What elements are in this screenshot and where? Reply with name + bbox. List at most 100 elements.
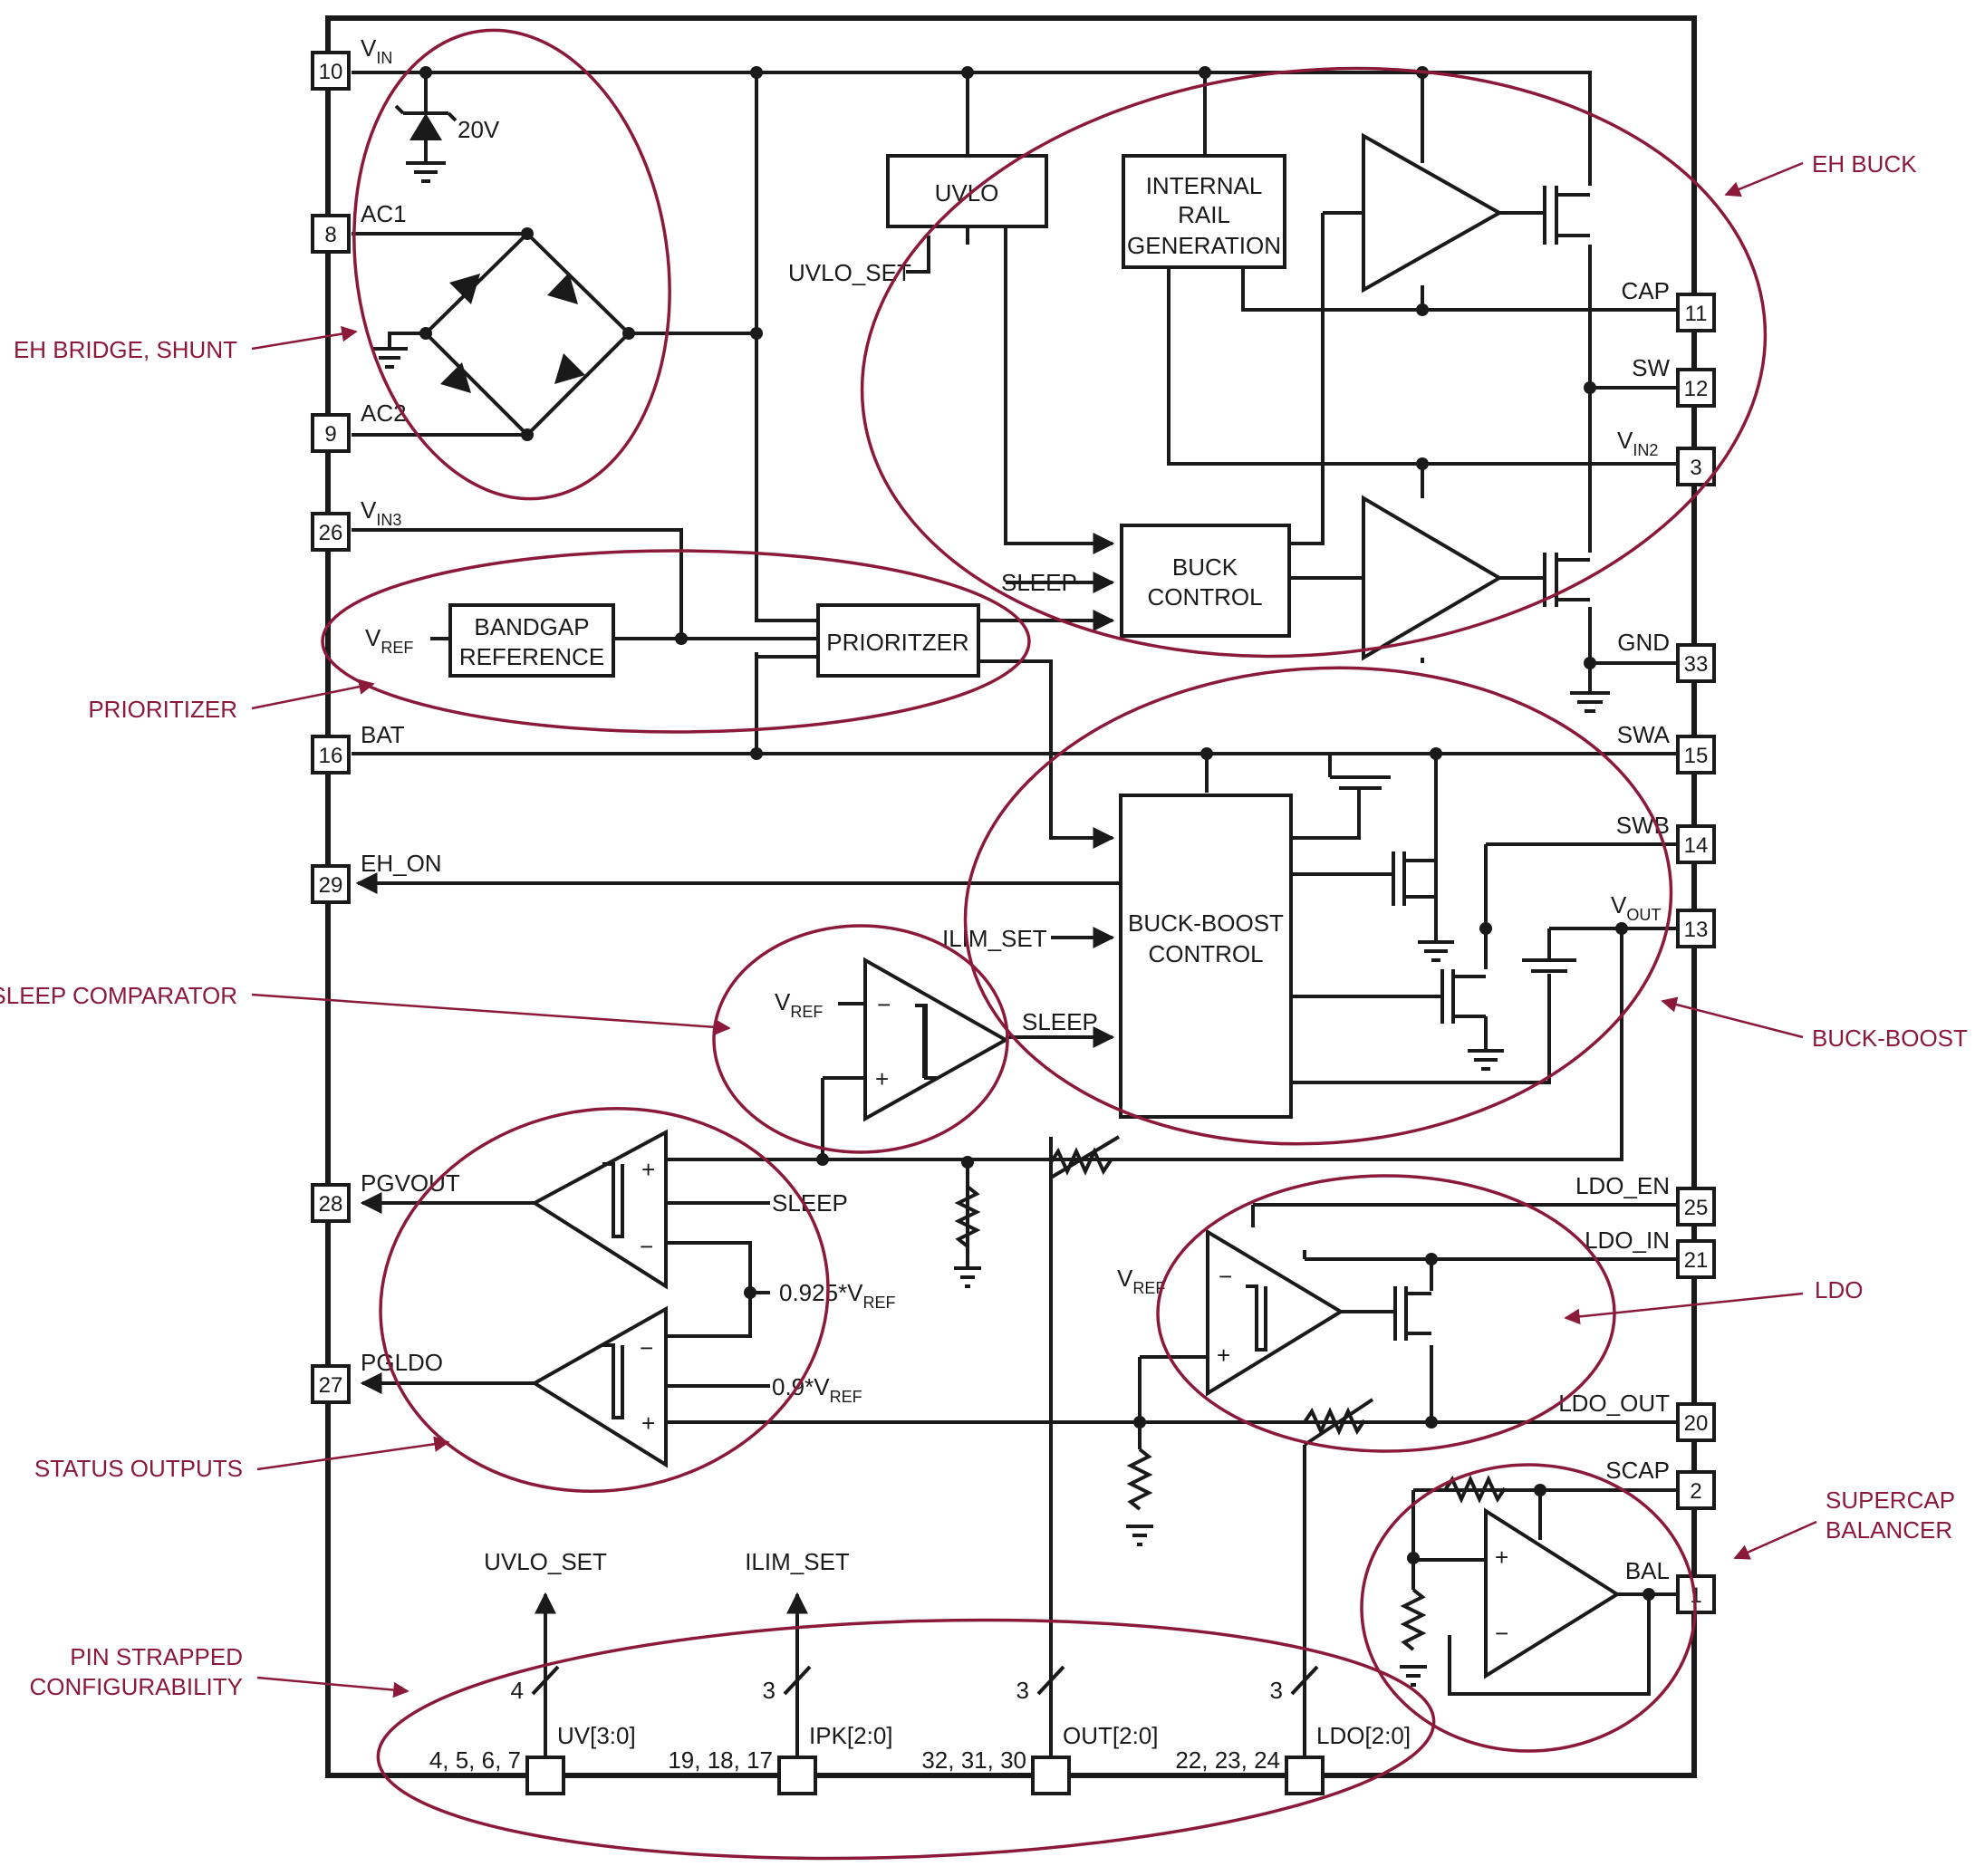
eh-bridge-annotation: EH BRIDGE, SHUNT — [14, 336, 237, 363]
svg-text:EH_ON: EH_ON — [361, 850, 442, 877]
svg-text:PRIORITZER: PRIORITZER — [826, 629, 968, 656]
pin-ac2: 9 — [324, 422, 336, 447]
junction-dots — [419, 66, 1655, 1601]
svg-text:UVLO_SET: UVLO_SET — [484, 1548, 607, 1575]
pin-vin3: 26 — [319, 521, 343, 545]
svg-text:INTERNAL: INTERNAL — [1146, 172, 1263, 199]
svg-text:ILIM_SET: ILIM_SET — [942, 925, 1047, 952]
signal-labels: VIN AC1 AC2 VIN3 BAT EH_ON PGVOUT PGLDO … — [361, 34, 1671, 1584]
svg-text:PGLDO: PGLDO — [361, 1349, 443, 1376]
pin-pgldo: 27 — [319, 1373, 343, 1398]
buck-boost-switches — [1330, 775, 1576, 1071]
wires — [352, 71, 1681, 1757]
svg-text:AC1: AC1 — [361, 200, 407, 227]
supercap-annotation-line2: BALANCER — [1826, 1516, 1952, 1544]
pin-cap: 11 — [1685, 302, 1708, 326]
svg-text:SW: SW — [1632, 354, 1670, 381]
bridge-ground-icon — [371, 347, 408, 369]
buck-boost-annotation: BUCK-BOOST — [1812, 1025, 1968, 1052]
svg-text:OUT[2:0]: OUT[2:0] — [1063, 1722, 1158, 1749]
pin-boxes: 10 8 9 26 16 29 28 27 11 12 3 33 15 14 1… — [311, 51, 1716, 1795]
buck-amps — [1362, 132, 1504, 661]
svg-text:UVLO_SET: UVLO_SET — [788, 259, 911, 286]
eh-buck-annotation: EH BUCK — [1812, 150, 1917, 178]
pin-swa: 15 — [1684, 744, 1709, 768]
svg-text:SLEEP: SLEEP — [1001, 569, 1077, 596]
pin-eh-on: 29 — [319, 873, 343, 898]
svg-text:−: − — [877, 991, 891, 1018]
svg-text:+: + — [875, 1065, 889, 1092]
svg-text:+: + — [641, 1156, 655, 1183]
svg-text:19, 18, 17: 19, 18, 17 — [668, 1746, 773, 1774]
supercap-annotation-line1: SUPERCAP — [1826, 1486, 1955, 1514]
buck-mosfets — [1543, 186, 1590, 607]
svg-text:0.925*VREF: 0.925*VREF — [779, 1279, 896, 1312]
svg-text:−: − — [640, 1233, 653, 1260]
bridge-rectifier — [440, 273, 585, 393]
pin-vin: 10 — [319, 60, 343, 84]
pin-ldo — [1285, 1756, 1325, 1795]
svg-text:SCAP: SCAP — [1605, 1457, 1670, 1484]
svg-text:BAT: BAT — [361, 721, 405, 748]
pin-swb: 14 — [1684, 833, 1709, 858]
pin-uv — [525, 1756, 565, 1795]
pin-vin2: 3 — [1690, 456, 1701, 480]
svg-text:VOUT: VOUT — [1611, 891, 1661, 924]
gnd-ground-icon — [1570, 684, 1610, 713]
svg-text:BUCK-BOOST: BUCK-BOOST — [1128, 909, 1284, 937]
svg-text:−: − — [640, 1334, 653, 1361]
svg-text:GENERATION: GENERATION — [1127, 232, 1281, 259]
svg-text:REFERENCE: REFERENCE — [459, 643, 604, 670]
svg-text:LDO_EN: LDO_EN — [1575, 1172, 1670, 1199]
svg-text:VREF: VREF — [1117, 1265, 1165, 1297]
svg-text:3: 3 — [1016, 1677, 1029, 1704]
pin-bat: 16 — [319, 744, 343, 768]
svg-text:3: 3 — [763, 1677, 776, 1704]
pin-pgvout: 28 — [319, 1192, 343, 1217]
pin-strapped-labels: UVLO_SET ILIM_SET 4 3 3 3 UV[3:0] IPK[2:… — [429, 1548, 1411, 1774]
svg-text:−: − — [1219, 1263, 1232, 1290]
pin-ipk — [777, 1756, 817, 1795]
svg-text:SWA: SWA — [1617, 721, 1671, 748]
uvlo-block: UVLO — [886, 154, 1048, 228]
svg-text:LDO_IN: LDO_IN — [1585, 1227, 1670, 1254]
sleep-comparator-annotation: SLEEP COMPARATOR — [0, 982, 237, 1009]
bandgap-block: BANDGAP REFERENCE — [448, 603, 615, 678]
svg-text:LDO[2:0]: LDO[2:0] — [1316, 1722, 1411, 1749]
svg-text:+: + — [1495, 1544, 1508, 1571]
ldo-amp: − + — [1206, 1228, 1431, 1397]
svg-text:22, 23, 24: 22, 23, 24 — [1175, 1746, 1280, 1774]
svg-text:IPK[2:0]: IPK[2:0] — [809, 1722, 893, 1749]
prioritizer-block: PRIORITZER — [816, 603, 980, 678]
svg-text:−: − — [1495, 1620, 1508, 1647]
annotation-ellipses — [321, 28, 1768, 1861]
sleep-comparator: − + — [863, 957, 1010, 1122]
svg-text:BAL: BAL — [1625, 1557, 1670, 1584]
svg-text:BANDGAP: BANDGAP — [474, 613, 589, 640]
pin-ldo-en: 25 — [1684, 1196, 1709, 1220]
svg-text:AC2: AC2 — [361, 399, 407, 427]
internal-rail-block: INTERNAL RAIL GENERATION — [1122, 154, 1286, 269]
resistors — [954, 1135, 1507, 1687]
pin-ldo-out: 20 — [1684, 1411, 1709, 1436]
zener-label: 20V — [458, 116, 500, 143]
buck-boost-control-block: BUCK-BOOST CONTROL — [1119, 794, 1293, 1119]
zener-diode: 20V — [394, 104, 500, 183]
pin-ldo-in: 21 — [1684, 1248, 1709, 1273]
buck-control-block: BUCK CONTROL — [1120, 524, 1291, 638]
supercap-amp: + − — [1484, 1507, 1621, 1679]
pin-ac1: 8 — [324, 223, 336, 247]
svg-text:VREF: VREF — [365, 624, 413, 657]
svg-text:ILIM_SET: ILIM_SET — [745, 1548, 850, 1575]
svg-text:4, 5, 6, 7: 4, 5, 6, 7 — [429, 1746, 521, 1774]
svg-text:VIN: VIN — [361, 34, 392, 67]
status-comparators: + − − + — [531, 1129, 668, 1468]
svg-text:GND: GND — [1617, 629, 1670, 656]
svg-text:RAIL: RAIL — [1178, 201, 1230, 228]
svg-text:VREF: VREF — [775, 988, 823, 1021]
svg-text:+: + — [1217, 1342, 1230, 1369]
pin-gnd: 33 — [1684, 652, 1709, 677]
ldo-annotation: LDO — [1815, 1276, 1863, 1304]
svg-text:BUCK: BUCK — [1172, 553, 1238, 581]
